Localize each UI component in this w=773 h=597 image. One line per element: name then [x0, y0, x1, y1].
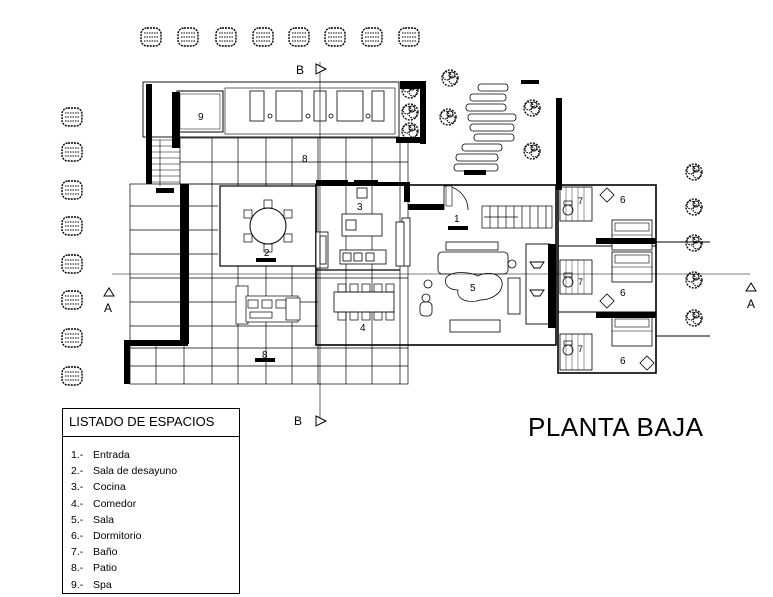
room-number-cocina: 3 [357, 202, 363, 213]
spa-wall [146, 84, 152, 184]
patio-wall [124, 340, 130, 384]
legend-item: 3.- Cocina [71, 481, 177, 497]
room-number-bano: 7 [578, 196, 583, 206]
wall-mark [521, 80, 539, 84]
entry-stair [481, 205, 553, 229]
sun-loungers [249, 90, 385, 122]
room-number-bano: 7 [578, 344, 583, 354]
section-label-b-top: B [296, 63, 304, 77]
top-hedge-row [140, 27, 420, 47]
right-shrub-column [685, 163, 703, 327]
legend-item: 6.- Dormitorio [71, 530, 177, 546]
breakfast-room [219, 185, 317, 267]
bedroom-divider [596, 238, 656, 244]
corridor-wall [556, 98, 562, 190]
legend-item: 1.- Entrada [71, 449, 177, 465]
patio-wall [180, 184, 189, 344]
room-number-spa: 9 [198, 112, 204, 123]
room-number-dormitorio: 6 [620, 288, 626, 299]
room-number-dormitorio: 6 [620, 195, 626, 206]
legend-item-name: Baño [93, 546, 118, 559]
section-label-a-left: A [104, 301, 112, 315]
legend-item-number: 6.- [71, 529, 84, 542]
legend-list: 1.- Entrada 2.- Sala de desayuno 3.- Cocina… [71, 449, 177, 595]
legend-item-number: 9.- [71, 578, 84, 591]
planter-wall [420, 81, 426, 144]
patio-mark [255, 358, 275, 362]
closets [525, 243, 551, 325]
bedroom-chairs [599, 187, 655, 371]
room-number-dormitorio: 6 [620, 356, 626, 367]
legend-item: 4.- Comedor [71, 498, 177, 514]
legend-item-number: 5.- [71, 513, 84, 526]
section-label-b-bottom: B [294, 414, 302, 428]
dining-table [333, 283, 395, 321]
bedroom-divider [596, 312, 656, 318]
section-lines [112, 62, 750, 422]
room-number-bano: 7 [578, 277, 583, 287]
legend-item-name: Comedor [93, 497, 137, 510]
kitchen-furniture [315, 187, 405, 269]
kitchen-wall-mark [354, 180, 378, 185]
legend-item-name: Entrada [93, 449, 130, 461]
legend-divider [63, 436, 239, 437]
spa-stair [150, 139, 180, 186]
room-number-patio: 8 [262, 350, 268, 361]
legend-heading: LISTADO DE ESPACIOS [69, 414, 215, 429]
legend-item: 8.- Patio [71, 562, 177, 578]
patio-wall [124, 340, 188, 346]
planter-wall [400, 81, 426, 89]
legend-item-number: 1.- [71, 449, 84, 461]
planter-wall [396, 137, 426, 143]
room-number-entrada: 1 [454, 214, 460, 225]
room-number-desayuno: 2 [264, 248, 270, 259]
legend-item: 2.- Sala de desayuno [71, 465, 177, 481]
legend-item-number: 4.- [71, 497, 84, 510]
legend-item-number: 7.- [71, 546, 84, 559]
section-markers [103, 63, 757, 427]
legend-item: 9.- Spa [71, 579, 177, 595]
room-number-patio: 8 [302, 154, 308, 165]
section-label-a-right: A [747, 297, 755, 311]
legend-item-number: 8.- [71, 562, 84, 575]
spaces-legend: LISTADO DE ESPACIOS 1.- Entrada 2.- Sala d… [62, 408, 240, 594]
legend-item: 5.- Sala [71, 514, 177, 530]
entry-wall-mark [464, 170, 486, 175]
legend-item-name: Sala [93, 513, 115, 526]
legend-item-name: Cocina [93, 481, 126, 494]
legend-item-number: 3.- [71, 481, 84, 494]
stepping-stones [453, 83, 517, 172]
room-number-sala: 5 [470, 283, 476, 294]
plan-title: PLANTA BAJA [528, 412, 704, 442]
corridor-wall [548, 244, 556, 328]
stair-landing-mark [156, 188, 174, 193]
legend-item-name: Patio [93, 562, 117, 575]
legend-item-number: 2.- [71, 465, 84, 478]
legend-item-name: Spa [93, 578, 112, 591]
legend-item: 7.- Baño [71, 546, 177, 562]
spa-wall [172, 92, 180, 148]
outdoor-lounge-furniture [235, 285, 301, 325]
entry-wall-mark [448, 226, 468, 230]
living-room-furniture [419, 241, 521, 333]
room-number-comedor: 4 [360, 323, 366, 334]
legend-item-name: Sala de desayuno [93, 465, 178, 478]
legend-item-name: Dormitorio [93, 529, 142, 542]
left-hedge-column [61, 107, 83, 386]
